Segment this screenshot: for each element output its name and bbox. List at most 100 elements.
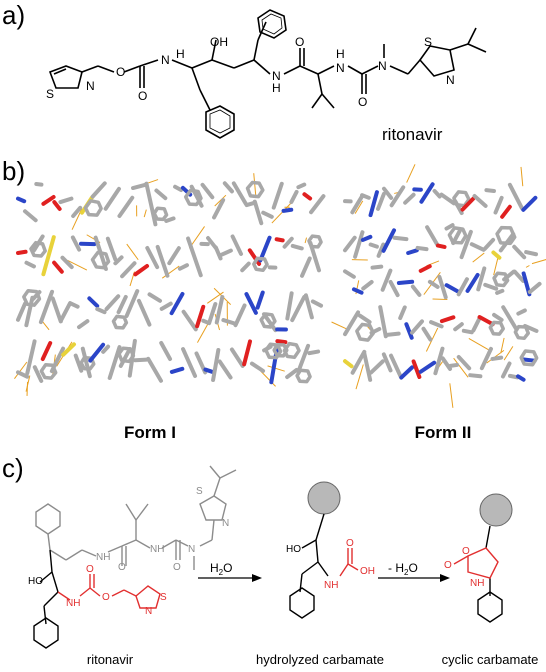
- bond-stick: [274, 237, 285, 243]
- hydrogen-bond: [520, 166, 524, 187]
- bond-stick: [500, 204, 512, 219]
- bond-stick: [476, 266, 487, 292]
- atom-n-grey: N: [188, 544, 195, 555]
- bond-stick: [404, 322, 414, 340]
- bond-stick: [477, 315, 495, 327]
- form-ii-label: Form II: [415, 423, 472, 442]
- bond-stick: [177, 263, 189, 271]
- bond-stick: [120, 261, 137, 279]
- bond-stick: [380, 268, 393, 292]
- hydrogen-bond: [500, 337, 505, 354]
- bond-stick: [378, 305, 388, 339]
- bond-stick: [186, 236, 203, 278]
- hydrogen-bond: [271, 202, 292, 224]
- hydrogen-bond: [449, 383, 454, 408]
- bond-stick: [343, 235, 357, 253]
- atom-h3: H: [336, 47, 345, 61]
- bond-stick: [159, 341, 173, 361]
- bond-stick: [118, 347, 132, 368]
- bond-stick: [16, 370, 30, 379]
- bond-stick: [406, 248, 419, 256]
- bond-stick: [381, 228, 397, 253]
- ring-stick: [272, 342, 289, 358]
- bond-stick: [369, 326, 382, 335]
- ring-stick: [83, 199, 103, 217]
- bond-stick: [351, 287, 364, 295]
- hydrogen-bond: [253, 173, 257, 199]
- bond-stick: [169, 292, 185, 316]
- atom-s-grey: S: [196, 486, 203, 497]
- bond-stick: [104, 294, 121, 311]
- bond-stick: [369, 359, 385, 375]
- ring-stick: [282, 341, 301, 360]
- bond-stick: [233, 303, 247, 328]
- bond-stick: [262, 312, 278, 333]
- bond-stick: [87, 296, 100, 308]
- ring-stick: [519, 349, 539, 367]
- bond-stick: [249, 361, 266, 373]
- atom-n5: N: [378, 59, 387, 73]
- ritonavir-name: ritonavir: [382, 125, 443, 144]
- bond-stick: [357, 313, 372, 325]
- bond-stick: [25, 339, 37, 376]
- bond-stick: [252, 199, 264, 226]
- bond-stick: [16, 301, 28, 322]
- bond-stick: [350, 194, 364, 215]
- bond-stick: [512, 244, 527, 260]
- label-cyclic: cyclic carbamate: [442, 652, 539, 667]
- atom-o-grey: O: [173, 562, 181, 573]
- bond-stick: [113, 255, 124, 266]
- arrow-cyclization: - H2O: [378, 561, 450, 582]
- bond-stick: [381, 352, 393, 373]
- ritonavir-structure: [48, 9, 487, 139]
- ring-stick: [117, 346, 136, 364]
- bond-stick: [285, 291, 294, 321]
- ring-stick: [488, 320, 506, 336]
- ring-stick: [259, 312, 277, 329]
- bond-stick: [68, 301, 80, 309]
- atom-nh: NH: [66, 598, 80, 609]
- bond-stick: [343, 310, 361, 337]
- bond-stick: [200, 182, 215, 200]
- panel-label-a: a): [2, 0, 26, 30]
- bond-stick: [459, 229, 473, 260]
- bond-stick: [133, 264, 150, 277]
- bond-stick: [296, 343, 311, 374]
- bond-stick: [500, 361, 512, 379]
- bond-stick: [229, 347, 245, 368]
- bond-stick: [240, 261, 251, 273]
- bond-stick: [244, 292, 258, 315]
- atom-o4: O: [358, 95, 367, 109]
- bond-stick: [271, 181, 284, 210]
- bond-stick: [144, 181, 158, 227]
- bond-stick: [136, 298, 152, 327]
- bond-stick: [437, 274, 448, 300]
- bond-stick: [439, 315, 456, 324]
- hydrogen-bond: [503, 346, 514, 361]
- bond-stick: [429, 320, 444, 329]
- hydrogen-bond: [267, 365, 285, 372]
- bond-stick: [303, 293, 314, 320]
- bond-stick: [80, 346, 92, 379]
- bond-stick: [376, 191, 386, 211]
- bond-stick: [502, 269, 516, 282]
- bond-stick: [275, 339, 288, 345]
- bond-stick: [310, 299, 324, 308]
- ring-stick: [39, 363, 58, 380]
- bond-stick: [392, 235, 409, 242]
- form-i-packing: [14, 173, 326, 396]
- ring-stick: [183, 188, 203, 207]
- atom-s-thiazole: S: [160, 592, 167, 603]
- bond-stick: [154, 188, 168, 201]
- bond-stick: [398, 305, 407, 321]
- atom-n3: N: [272, 69, 281, 83]
- bond-stick: [419, 182, 435, 204]
- hydrogen-bond: [260, 370, 276, 387]
- bond-stick: [382, 186, 394, 200]
- ritonavir-scheme: [33, 465, 237, 649]
- bond-stick: [493, 195, 504, 215]
- bond-stick: [468, 373, 483, 379]
- ring-stick: [295, 368, 312, 384]
- bond-stick: [343, 359, 354, 369]
